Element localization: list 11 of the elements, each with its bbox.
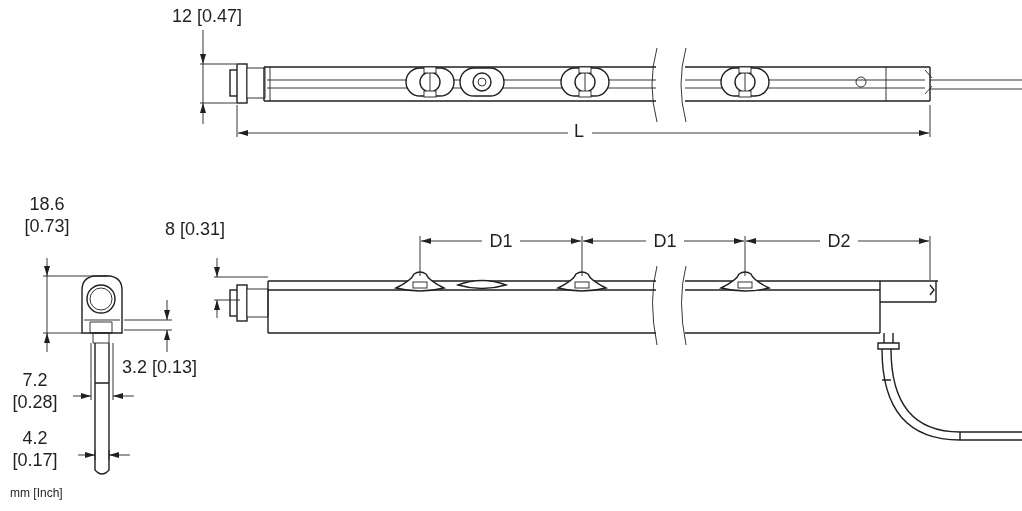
- dimension-label: D1: [652, 231, 678, 253]
- dimension-label: 4.2 [0.17]: [11, 428, 59, 472]
- dimension-label: D1: [488, 231, 514, 253]
- dimension-label: 7.2 [0.28]: [11, 370, 59, 414]
- dimension-label: 12 [0.47]: [172, 6, 244, 28]
- units-note: mm [Inch]: [10, 486, 64, 501]
- dimension-label: 8 [0.31]: [165, 219, 227, 241]
- dimension-label: 3.2 [0.13]: [122, 357, 199, 379]
- dimension-label: L: [573, 121, 585, 143]
- dimension-label: D2: [826, 231, 852, 253]
- dimension-label: 18.6 [0.73]: [23, 194, 71, 238]
